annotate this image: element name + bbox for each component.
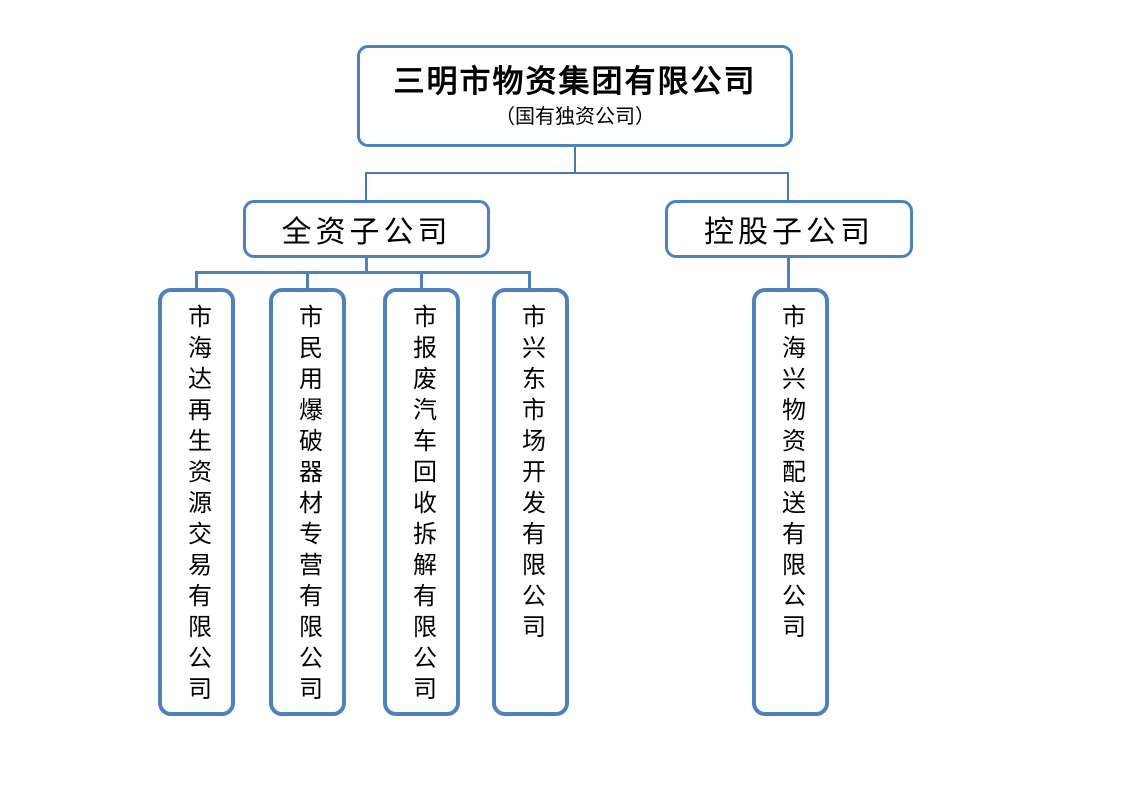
branch-label-wholly-owned: 全资子公司	[281, 216, 452, 249]
connector-drop-leaf-3	[420, 271, 423, 290]
subsidiary-name: 市兴东市场开发有限公司	[517, 304, 544, 645]
subsidiary-box-civil-blasting[interactable]: 市民用爆破器材专营有限公司	[269, 288, 346, 716]
subsidiary-box-haixing-distribution[interactable]: 市海兴物资配送有限公司	[752, 288, 829, 716]
connector-wholly-stem	[365, 256, 368, 274]
org-root-box[interactable]: 三明市物资集团有限公司 （国有独资公司）	[357, 45, 793, 147]
org-root-title: 三明市物资集团有限公司	[393, 64, 757, 99]
connector-drop-leaf-1	[195, 271, 198, 290]
connector-drop-leaf-2	[306, 271, 309, 290]
connector-level1-horizontal	[365, 172, 789, 174]
subsidiary-name: 市报废汽车回收拆解有限公司	[408, 304, 435, 707]
branch-label-holding: 控股子公司	[704, 216, 874, 249]
subsidiary-box-scrap-car[interactable]: 市报废汽车回收拆解有限公司	[383, 288, 460, 716]
branch-box-holding[interactable]: 控股子公司	[665, 200, 913, 258]
connector-level2-horizontal	[195, 271, 531, 274]
subsidiary-name: 市民用爆破器材专营有限公司	[294, 304, 321, 707]
subsidiary-box-xingdong-market[interactable]: 市兴东市场开发有限公司	[492, 288, 569, 716]
connector-drop-leaf-4	[528, 271, 531, 290]
subsidiary-box-haida-recycling[interactable]: 市海达再生资源交易有限公司	[158, 288, 235, 716]
connector-drop-wholly	[365, 172, 367, 201]
connector-drop-holding	[787, 172, 789, 201]
connector-root-stem	[574, 146, 576, 173]
subsidiary-name: 市海兴物资配送有限公司	[777, 304, 804, 645]
subsidiary-name: 市海达再生资源交易有限公司	[183, 304, 210, 707]
org-root-subtitle: （国有独资公司）	[495, 106, 655, 128]
branch-box-wholly-owned[interactable]: 全资子公司	[243, 200, 490, 258]
connector-holding-stem	[787, 256, 790, 290]
